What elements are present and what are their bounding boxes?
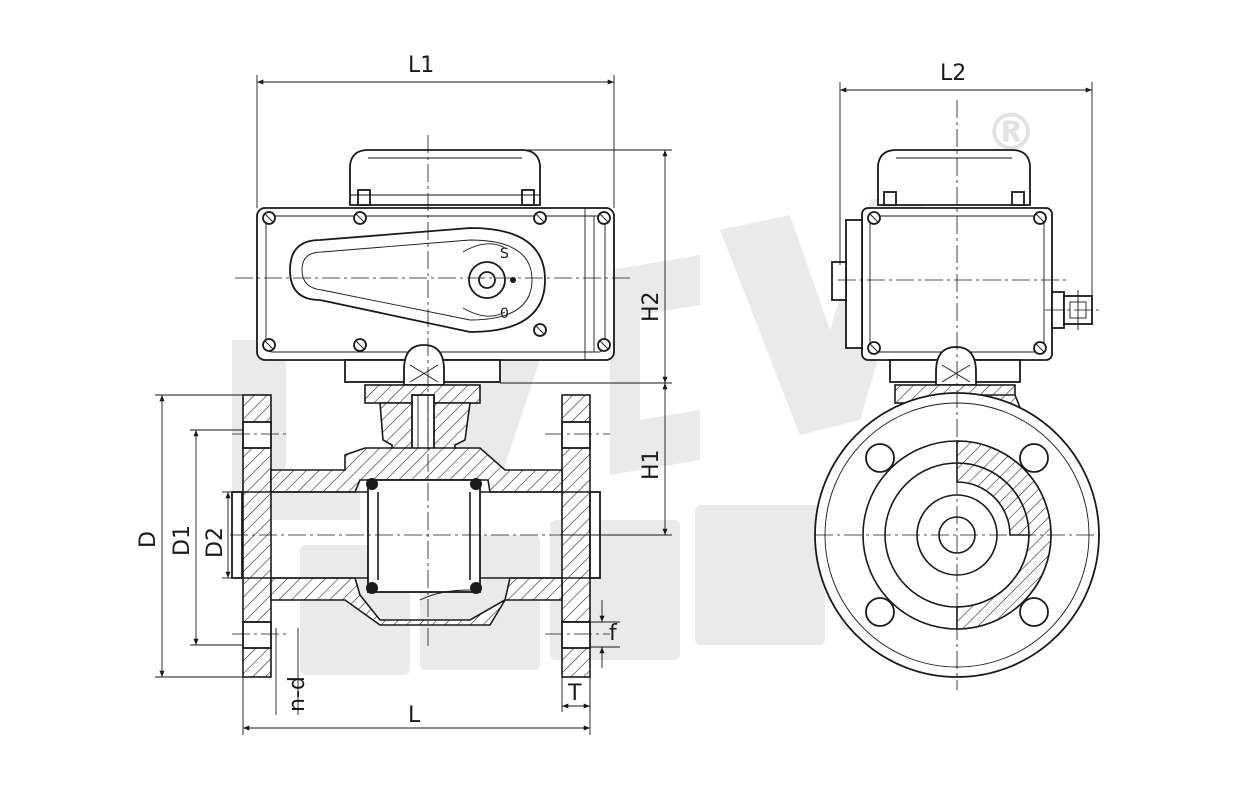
dimension-d2-label: D2 — [203, 527, 228, 558]
bolt-hole — [1019, 443, 1049, 473]
side-view — [814, 100, 1100, 690]
left-flange-top-lug — [242, 394, 272, 424]
actuator-top-cover — [349, 149, 541, 206]
seat-ring — [366, 478, 378, 490]
dimension-n-d-label: n-d — [285, 676, 310, 712]
indicator-label-o: 0 — [500, 306, 509, 322]
dimension-h2-label: H2 — [639, 291, 664, 322]
bolt-hole — [865, 597, 895, 627]
cable-gland — [1045, 290, 1100, 330]
seat-ring — [470, 582, 482, 594]
bolt-hole — [865, 443, 895, 473]
seat-ring — [366, 582, 378, 594]
dimension-d-label: D — [136, 531, 161, 548]
front-view: S 0 — [230, 135, 630, 678]
position-indicator: S 0 — [289, 227, 546, 333]
dimension-f-label: f — [609, 621, 618, 646]
dimension-l2-label: L2 — [940, 61, 966, 86]
indicator-label-s: S — [500, 246, 509, 262]
front-dimensions: L1 H2 H1 D D1 D2 L n-d — [136, 53, 672, 735]
indicator-pin — [510, 277, 516, 283]
dimension-t-label: T — [567, 681, 582, 706]
side-actuator-top-cover — [877, 149, 1031, 206]
dimension-d1-label: D1 — [170, 525, 195, 556]
bolt-hole — [1019, 597, 1049, 627]
dimension-l-label: L — [408, 703, 421, 728]
seat-ring — [470, 478, 482, 490]
side-dimensions: L2 — [839, 61, 1093, 300]
left-flange-bottom-lug — [242, 646, 272, 678]
dimension-l1-label: L1 — [408, 53, 434, 78]
right-flange-top-lug — [561, 394, 591, 424]
right-flange-bottom-lug — [561, 646, 591, 678]
dimension-h1-label: H1 — [639, 449, 664, 480]
